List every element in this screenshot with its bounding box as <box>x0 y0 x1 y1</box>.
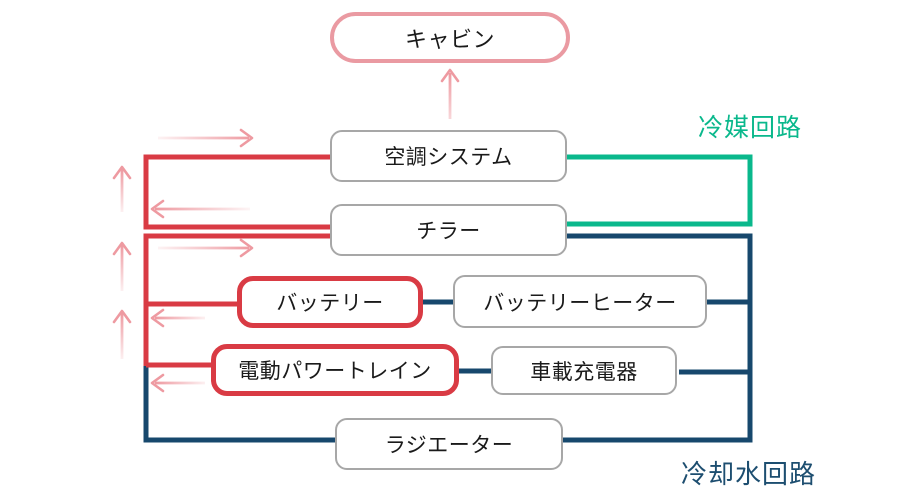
flow-arrow-up-left-3 <box>112 309 132 359</box>
flow-arrow-right-chiller-in <box>158 238 254 258</box>
flow-arrow-left-chiller-return <box>150 199 250 219</box>
node-chiller-label: チラー <box>416 219 481 243</box>
flow-arrow-left-powertrain-out <box>150 373 205 393</box>
red-line-chiller-down <box>143 233 330 366</box>
refrigerant-circuit-label: 冷媒回路 <box>698 113 803 142</box>
node-radiator-label: ラジエーター <box>384 433 514 457</box>
red-loop-hvac-chiller <box>143 154 330 230</box>
node-onboard-charger-label: 車載充電器 <box>530 359 638 384</box>
node-hvac-system-label: 空調システム <box>384 145 513 169</box>
node-radiator: ラジエーター <box>335 418 563 470</box>
node-cabin: キャビン <box>330 12 570 63</box>
node-electric-powertrain-label: 電動パワートレイン <box>238 359 432 383</box>
flow-arrow-up-left-1 <box>112 165 132 212</box>
refrigerant-circuit-line <box>565 154 753 227</box>
node-hvac-system: 空調システム <box>330 130 567 182</box>
node-onboard-charger: 車載充電器 <box>491 346 677 395</box>
node-battery-heater: バッテリーヒーター <box>453 275 707 328</box>
node-electric-powertrain: 電動パワートレイン <box>211 344 459 396</box>
coolant-circuit-label: 冷却水回路 <box>681 460 817 490</box>
node-cabin-label: キャビン <box>404 27 495 53</box>
flow-arrow-up-to-cabin <box>440 68 460 119</box>
coolant-line-left-to-radiator <box>143 366 337 443</box>
flow-arrow-left-battery-out <box>150 308 205 328</box>
flow-arrow-right-top <box>158 128 254 148</box>
node-chiller: チラー <box>330 204 567 256</box>
node-battery-label: バッテリー <box>276 291 384 315</box>
node-battery: バッテリー <box>237 276 423 328</box>
node-battery-heater-label: バッテリーヒーター <box>483 290 677 315</box>
coolant-line-right-loop <box>561 233 753 443</box>
flow-arrow-up-left-2 <box>112 241 132 291</box>
